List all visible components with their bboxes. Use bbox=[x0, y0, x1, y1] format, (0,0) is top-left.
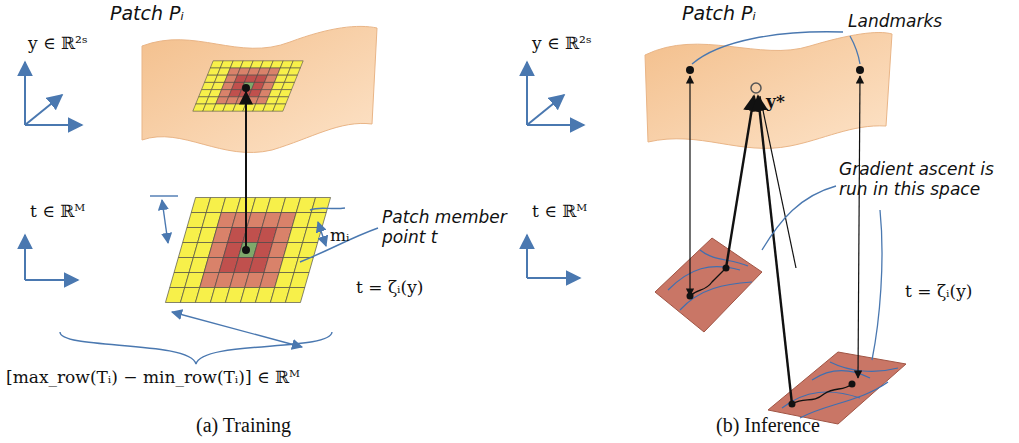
math-label: y ∈ ℝ²ˢ bbox=[28, 34, 88, 54]
dimension-lines bbox=[60, 196, 378, 364]
annotation: Patch member point t bbox=[382, 208, 512, 247]
annotation: Gradient ascent is run in this space bbox=[839, 160, 1014, 199]
subfigure-caption: (a) Training bbox=[196, 414, 291, 437]
math-label: y ∈ ℝ²ˢ bbox=[532, 34, 592, 54]
point bbox=[242, 84, 250, 92]
annotation: Landmarks bbox=[848, 12, 942, 32]
patch-title: Patch Pᵢ bbox=[106, 0, 188, 26]
math-label: t ∈ ℝᴹ bbox=[30, 202, 85, 222]
math-label: [max_row(Tᵢ) − min_row(Tᵢ)] ∈ ℝᴹ bbox=[6, 368, 300, 388]
mapping-arrow bbox=[245, 92, 247, 250]
member-grid bbox=[165, 198, 330, 303]
score-surface bbox=[655, 238, 906, 424]
math-label: t ∈ ℝᴹ bbox=[532, 202, 587, 222]
point bbox=[242, 246, 250, 254]
patch-title: Patch Pᵢ bbox=[678, 0, 760, 26]
subfigure-caption: (b) Inference bbox=[716, 414, 820, 437]
math-label: t = ζᵢ(y) bbox=[905, 282, 972, 302]
math-label: y* bbox=[766, 92, 785, 112]
math-label: mᵢ bbox=[330, 226, 350, 246]
axes bbox=[25, 62, 584, 280]
math-label: t = ζᵢ(y) bbox=[356, 278, 423, 298]
inference-arrows bbox=[686, 66, 864, 408]
patch-grid bbox=[193, 61, 303, 111]
